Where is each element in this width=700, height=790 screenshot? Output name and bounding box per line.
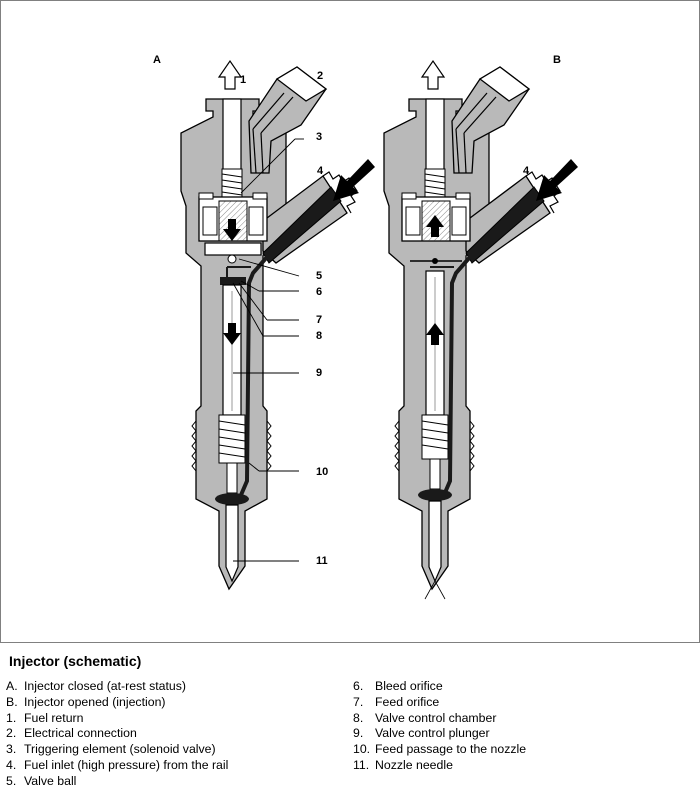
injector-b-nozzle-spring — [421, 414, 449, 460]
callout-9: 9 — [316, 367, 322, 379]
legend-item: 4. Fuel inlet (high pressure) from the ra… — [6, 758, 228, 774]
callout-10: 10 — [316, 466, 328, 478]
legend-item: 5. Valve ball — [6, 774, 228, 790]
legend-key: 9. — [353, 726, 364, 741]
legend-key: 6. — [353, 679, 364, 693]
injector-a-solenoid-spring — [221, 168, 243, 198]
callout-5: 5 — [316, 270, 322, 282]
injector-diagram-svg: A B 1 2 3 4 4 5 6 7 8 9 10 11 — [153, 54, 578, 600]
callout-7: 7 — [316, 314, 322, 326]
callout-2: 2 — [317, 70, 323, 82]
injector-a-closed — [180, 59, 375, 591]
legend-key: 7. — [353, 694, 364, 709]
legend-item: 7. Feed orifice — [353, 695, 526, 711]
callout-11: 11 — [316, 555, 328, 567]
callout-4-b: 4 — [523, 165, 530, 177]
legend-text: Injector opened (injection) — [24, 694, 166, 709]
legend-text: Triggering element (solenoid valve) — [24, 742, 216, 757]
injector-b-nozzle-needle — [428, 500, 442, 583]
legend-item: 10. Feed passage to the nozzle — [353, 742, 526, 758]
legend-key: 10. — [353, 742, 371, 757]
legend-key: A. — [6, 679, 18, 693]
fuel-inlet-arrow-icon — [536, 159, 578, 201]
legend-text: Fuel return — [24, 710, 84, 725]
legend-text: Bleed orifice — [375, 679, 443, 693]
callout-1: 1 — [240, 74, 246, 86]
injector-diagram-figure: A B 1 2 3 4 4 5 6 7 8 9 10 11 — [0, 0, 700, 643]
legend-item: 6. Bleed orifice — [353, 679, 526, 695]
legend-text: Valve ball — [24, 773, 77, 788]
legend-text: Feed passage to the nozzle — [375, 742, 527, 757]
injector-a-valve-ball — [227, 254, 237, 264]
legend-item: B. Injector opened (injection) — [6, 695, 228, 711]
legend-key: 3. — [6, 742, 17, 757]
legend-text: Feed orifice — [375, 694, 440, 709]
legend-text: Electrical connection — [24, 726, 137, 741]
legend-text: Nozzle needle — [375, 757, 453, 772]
fuel-inlet-arrow-icon — [333, 159, 375, 201]
legend-item: 3. Triggering element (solenoid valve) — [6, 742, 228, 758]
plunger-arrow-icon — [426, 323, 444, 345]
injector-b-opened — [383, 59, 578, 600]
injector-a-solenoid-valve — [198, 192, 268, 256]
injector-b-feed-passage — [442, 255, 472, 496]
legend-key: 2. — [6, 726, 17, 741]
callout-3: 3 — [316, 131, 322, 143]
legend-key: B. — [6, 694, 18, 709]
legend-key: 4. — [6, 757, 17, 772]
legend-key: 8. — [353, 710, 364, 725]
legend-key: 5. — [6, 773, 17, 788]
injector-a-nozzle-spring — [218, 414, 246, 464]
panel-label-b: B — [553, 54, 561, 66]
legend-text: Injector closed (at-rest status) — [24, 679, 186, 693]
legend-key: 11. — [353, 757, 370, 772]
legend-item: 2. Electrical connection — [6, 726, 228, 742]
injector-b-solenoid-spring — [424, 168, 446, 198]
plunger-arrow-icon — [223, 323, 241, 345]
injector-a-return-channel — [222, 98, 242, 178]
legend-key: 1. — [6, 710, 17, 725]
fuel-flow-arrow-icon — [217, 59, 243, 90]
legend-item: 8. Valve control chamber — [353, 711, 526, 727]
fuel-flow-arrow-icon — [420, 59, 446, 90]
caption-title: Injector (schematic) — [9, 653, 142, 669]
callout-8: 8 — [316, 330, 322, 342]
legend-item: A. Injector closed (at-rest status) — [6, 679, 228, 695]
needle-movement-arrow-icon — [426, 215, 444, 237]
legend-text: Valve control plunger — [375, 726, 490, 741]
injector-a-nozzle-needle — [225, 504, 239, 583]
legend-item: 1. Fuel return — [6, 711, 228, 727]
legend-item: 11. Nozzle needle — [353, 758, 526, 774]
callout-leaders — [232, 138, 304, 562]
callout-4: 4 — [317, 165, 324, 177]
injector-a-feed-passage — [239, 255, 269, 496]
legend-left-column: A. Injector closed (at-rest status) B. Inj… — [6, 679, 228, 790]
panel-label-a: A — [153, 54, 161, 66]
legend-right-column: 6. Bleed orifice 7. Feed orifice 8. Valve c… — [353, 679, 526, 774]
legend-text: Valve control chamber — [375, 710, 497, 725]
needle-movement-arrow-icon — [223, 219, 241, 241]
legend-item: 9. Valve control plunger — [353, 726, 526, 742]
callout-6: 6 — [316, 286, 322, 298]
legend-text: Fuel inlet (high pressure) from the rail — [24, 757, 229, 772]
